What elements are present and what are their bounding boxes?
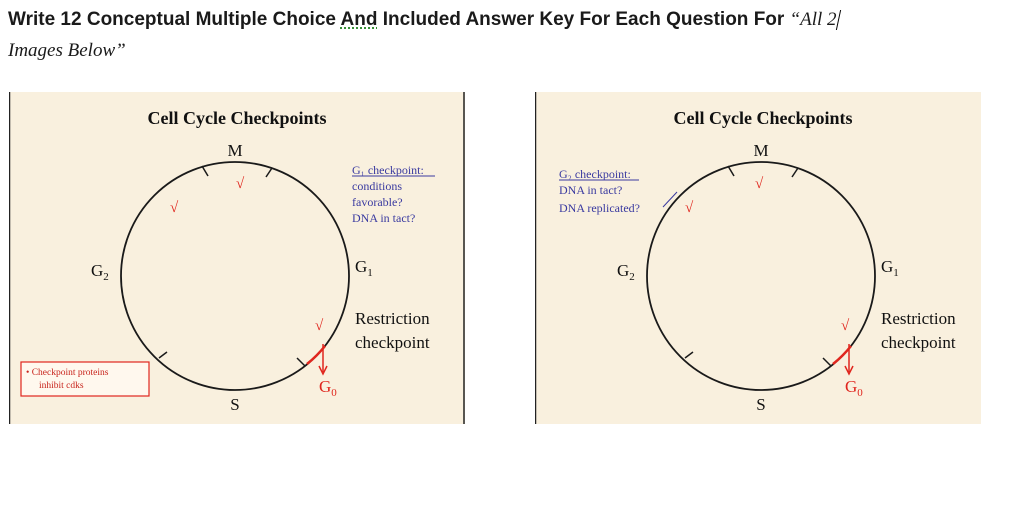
restriction-arc xyxy=(832,345,852,365)
tick-m-right xyxy=(791,167,799,178)
phase-label-g0: G0 xyxy=(845,377,863,399)
checkpoint-proteins-text: • Checkpoint proteins inhibit cdks xyxy=(26,368,111,391)
diagram-panel-left: Cell Cycle Checkpoints M G1 G2 S G0 √ √ … xyxy=(9,92,465,424)
question-heading: Write 12 Conceptual Multiple Choice And … xyxy=(8,6,1008,34)
diagram-title: Cell Cycle Checkpoints xyxy=(674,108,853,128)
tick-s-left xyxy=(684,351,694,359)
restriction-arc xyxy=(306,345,326,365)
heading-part-2: Included Answer Key For Each Question Fo… xyxy=(377,9,790,30)
cell-cycle-circle xyxy=(646,161,876,391)
check-mark-restriction: √ xyxy=(841,318,850,334)
phase-label-m: M xyxy=(227,141,242,160)
cell-cycle-diagram-left: Cell Cycle Checkpoints M G1 G2 S G0 √ √ … xyxy=(9,92,465,424)
phase-label-s: S xyxy=(756,395,765,414)
heading-italic-part: “All 2 xyxy=(789,9,837,30)
tick-s-right xyxy=(296,357,306,367)
heading-part-1: Write 12 Conceptual Multiple Choice xyxy=(8,9,341,30)
phase-label-m: M xyxy=(753,141,768,160)
cell-cycle-diagram-right: Cell Cycle Checkpoints M G1 G2 S G0 √ √ … xyxy=(535,92,960,424)
phase-label-s: S xyxy=(230,395,239,414)
phase-label-g2: G2 xyxy=(91,261,109,283)
check-mark-m: √ xyxy=(755,176,764,192)
check-mark-restriction: √ xyxy=(315,318,324,334)
heading-line-2: Images Below” xyxy=(8,40,126,61)
tick-m-left xyxy=(727,165,735,177)
phase-label-g2: G2 xyxy=(617,261,635,283)
g0-arrow-head xyxy=(318,365,328,376)
restriction-checkpoint-label: Restriction checkpoint xyxy=(355,309,434,352)
g0-arrow-head xyxy=(844,365,854,376)
phase-label-g1: G1 xyxy=(881,257,899,279)
tick-s-right xyxy=(822,357,832,367)
note-pointer-line xyxy=(662,191,678,208)
g1-checkpoint-note: G₁ checkpoint: conditions favorable? DNA… xyxy=(352,163,427,225)
check-mark-m: √ xyxy=(236,176,245,192)
checkpoint-proteins-box xyxy=(20,361,150,397)
diagram-title: Cell Cycle Checkpoints xyxy=(148,108,327,128)
tick-m-right xyxy=(265,167,273,178)
phase-label-g1: G1 xyxy=(355,257,373,279)
check-mark-g2: √ xyxy=(685,200,694,216)
check-mark-g2: √ xyxy=(170,200,179,216)
tick-m-left xyxy=(201,165,209,177)
tick-s-left xyxy=(158,351,168,359)
phase-label-g0: G0 xyxy=(319,377,337,399)
diagram-panel-right: Cell Cycle Checkpoints M G1 G2 S G0 √ √ … xyxy=(535,92,981,424)
heading-underlined-word: And xyxy=(340,9,378,30)
restriction-checkpoint-label: Restriction checkpoint xyxy=(881,309,960,352)
g2-checkpoint-note: G₂ checkpoint: DNA in tact? DNA replicat… xyxy=(559,167,640,215)
cell-cycle-circle xyxy=(120,161,350,391)
